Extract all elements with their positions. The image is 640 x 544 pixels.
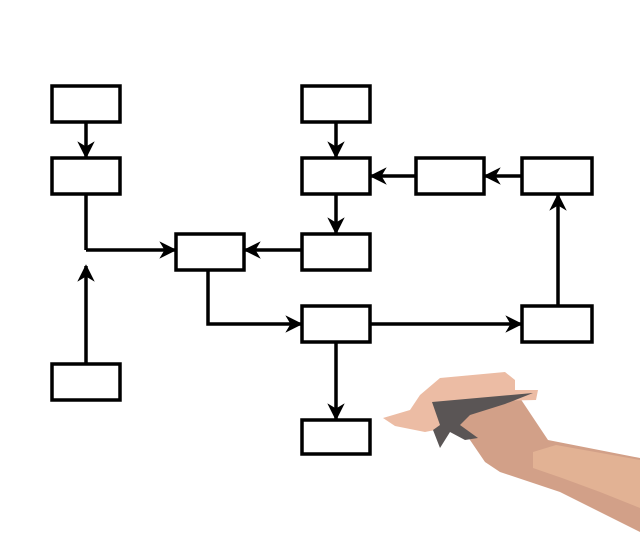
box-c bbox=[50, 362, 122, 402]
box-i bbox=[520, 156, 594, 196]
fingers bbox=[383, 372, 538, 432]
connectors bbox=[77, 122, 567, 421]
box-b bbox=[50, 156, 122, 196]
boxes bbox=[50, 84, 594, 456]
arrow-d-j bbox=[206, 270, 303, 333]
pen bbox=[432, 393, 533, 448]
hand-drawing-icon bbox=[383, 372, 640, 532]
box-j bbox=[300, 304, 372, 344]
box-l bbox=[300, 418, 372, 456]
box-d bbox=[174, 232, 246, 272]
arm-highlight bbox=[533, 445, 640, 508]
box-k bbox=[520, 304, 594, 344]
box-e bbox=[300, 84, 372, 124]
box-g bbox=[300, 232, 372, 272]
box-h bbox=[414, 156, 486, 196]
box-a bbox=[50, 84, 122, 124]
box-f bbox=[300, 156, 372, 196]
